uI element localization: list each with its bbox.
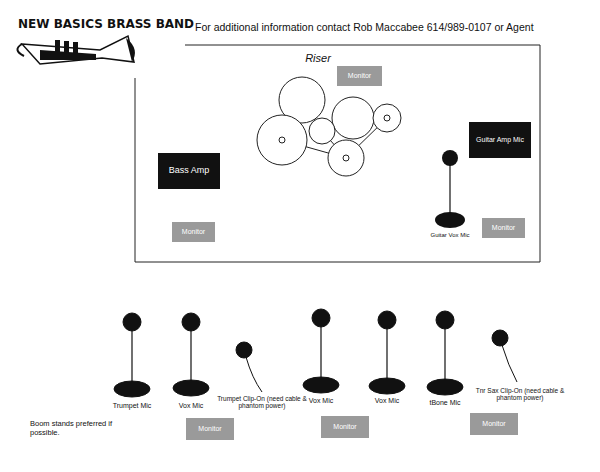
box-label: Monitor <box>348 72 371 80</box>
box-label: Monitor <box>198 425 221 433</box>
mic-label: Guitar Vox Mic <box>430 232 469 239</box>
box-label: Guitar Amp Mic <box>476 136 524 144</box>
monitor-box: Monitor <box>337 66 382 86</box>
drum <box>257 115 307 165</box>
box-label: Monitor <box>182 228 205 236</box>
mic-stand <box>435 150 465 228</box>
band-logo: NEW BASICS BRASS BAND <box>18 18 194 32</box>
box-label: Bass Amp <box>169 166 210 176</box>
monitor-box: Monitor <box>482 218 525 238</box>
mic-label: tBone Mic <box>429 399 460 407</box>
mic-label: Trumpet Clip-On (need cable & phantom po… <box>214 395 310 410</box>
mic-label: Vox Mic <box>375 397 400 405</box>
mic-label: Trumpet Mic <box>113 402 152 410</box>
amp-box: Guitar Amp Mic <box>469 122 531 158</box>
trumpet-icon <box>17 36 134 64</box>
stage-outline <box>135 45 540 262</box>
mic-label: Tnr Sax Clip-On (need cable & phantom po… <box>470 387 570 402</box>
drum <box>328 140 364 176</box>
box-label: Monitor <box>333 423 356 431</box>
mic-label: Vox Mic <box>179 402 204 410</box>
monitor-box: Monitor <box>186 418 234 440</box>
cymbal <box>373 104 401 132</box>
note: Boom stands preferred if possible. <box>30 420 120 437</box>
monitor-box: Monitor <box>172 222 215 242</box>
box-label: Monitor <box>492 224 515 232</box>
drum-center <box>343 155 349 161</box>
riser-label: Riser <box>305 52 331 65</box>
drum <box>332 97 374 139</box>
contact-note: For additional information contact Rob M… <box>195 21 534 33</box>
cymbal-center <box>384 115 390 121</box>
drum <box>309 118 335 144</box>
monitor-box: Monitor <box>470 413 518 435</box>
box-label: Monitor <box>482 420 505 428</box>
monitor-box: Monitor <box>321 416 369 438</box>
mic-label: Vox Mic <box>309 397 334 405</box>
drum-center <box>279 137 285 143</box>
amp-box: Bass Amp <box>158 153 220 189</box>
drum-kit <box>257 77 401 176</box>
mic-stands <box>114 309 517 397</box>
